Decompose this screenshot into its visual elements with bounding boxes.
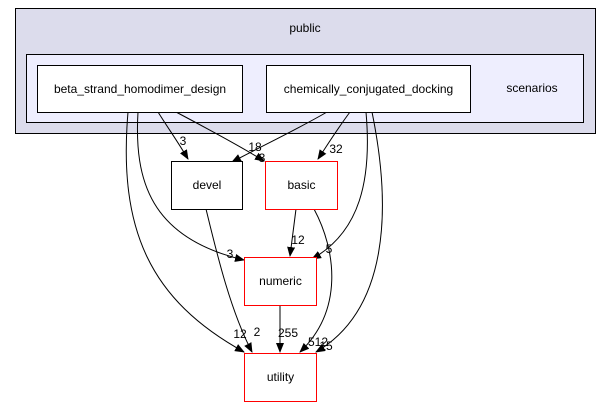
edge-label-numeric-utility[interactable]: 255 [278, 326, 298, 340]
cluster-public-label: public [289, 21, 320, 35]
edge-label-chem-basic[interactable]: 32 [329, 142, 343, 156]
edge-basic-utility[interactable] [299, 208, 333, 353]
node-beta-strand-homodimer-design[interactable]: beta_strand_homodimer_design [37, 65, 243, 113]
node-label: devel [193, 178, 222, 192]
edge-chem-basic[interactable] [317, 111, 351, 160]
edge-label-beta-utility[interactable]: 12 [233, 327, 247, 341]
cluster-scenarios-label: scenarios [506, 81, 557, 95]
edge-label-devel-utility[interactable]: 2 [254, 325, 261, 339]
node-box [37, 65, 243, 113]
edge-label-basic-numeric[interactable]: 12 [291, 233, 305, 247]
node-label: chemically_conjugated_docking [284, 82, 453, 96]
node-label: utility [267, 370, 294, 384]
node-label: basic [287, 178, 315, 192]
edge-beta-numeric[interactable] [136, 111, 245, 262]
edge-label-chem-numeric[interactable]: 5 [326, 242, 333, 256]
edge-devel-utility[interactable] [205, 208, 253, 353]
node-box [244, 257, 317, 306]
node-numeric[interactable]: numeric [244, 257, 317, 306]
edge-beta-basic[interactable] [175, 111, 265, 162]
edge-chem-utility[interactable] [315, 111, 383, 353]
edge-label-beta-basic[interactable]: 18 [248, 140, 262, 154]
edge-label-beta-numeric[interactable]: 3 [227, 247, 234, 261]
edge-label-basic-utility[interactable]: 512 [308, 335, 328, 349]
edge-label-chem-devel[interactable]: 3 [259, 151, 266, 165]
node-basic[interactable]: basic [265, 161, 338, 210]
edge-chem-devel[interactable] [231, 111, 328, 163]
edge-beta-utility[interactable] [125, 111, 245, 353]
node-devel[interactable]: devel [171, 161, 243, 210]
node-box [265, 161, 338, 210]
node-box [244, 353, 317, 402]
edge-basic-numeric[interactable] [287, 208, 297, 257]
node-label: beta_strand_homodimer_design [54, 82, 226, 96]
edge-beta-devel[interactable] [157, 111, 189, 160]
node-box [266, 65, 471, 113]
edge-chem-numeric[interactable] [311, 111, 368, 260]
node-chemically-conjugated-docking[interactable]: chemically_conjugated_docking [266, 65, 471, 113]
edges [125, 111, 383, 353]
node-utility[interactable]: utility [244, 353, 317, 402]
edge-label-beta-devel[interactable]: 3 [180, 134, 187, 148]
node-label: numeric [259, 274, 302, 288]
edge-label-chem-utility[interactable]: 15 [319, 339, 333, 353]
node-box [171, 161, 243, 210]
edge-labels: 3 18 3 12 3 32 5 15 2 12 512 255 [180, 134, 343, 353]
